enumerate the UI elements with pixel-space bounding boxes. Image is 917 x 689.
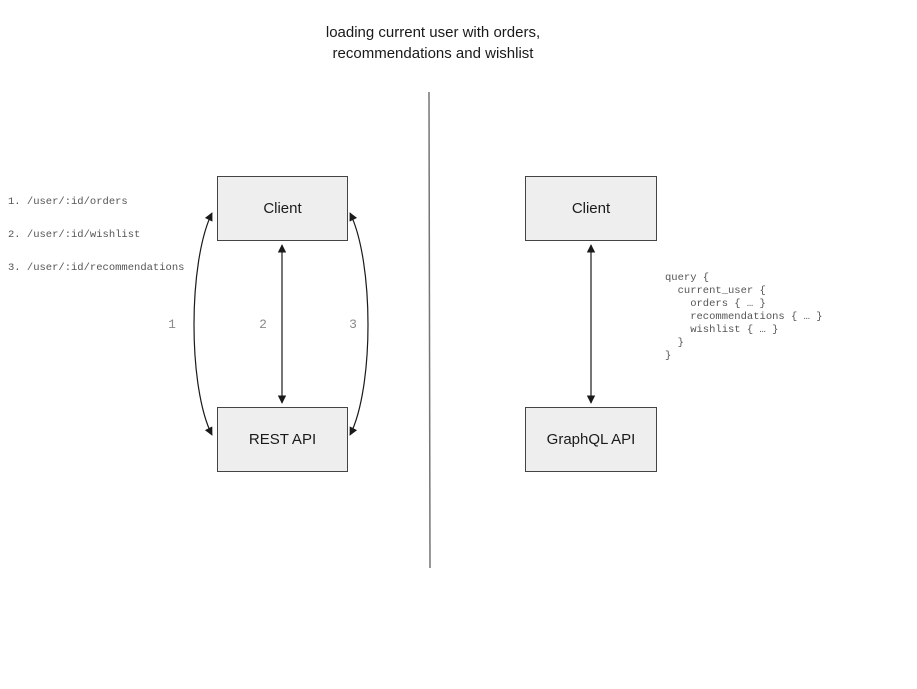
rest-arrow-label-1: 1 <box>168 317 176 332</box>
rest-arrow-1-curve <box>193 212 213 436</box>
rest-arrow-label-2: 2 <box>259 317 267 332</box>
rest-arrow-3-curve <box>349 212 369 436</box>
graphql-client-label: Client <box>571 200 611 217</box>
diagram-title-line1: loading current user with orders, <box>325 24 541 41</box>
rest-client-node: Client <box>217 176 348 241</box>
graphql-client-node: Client <box>525 176 657 241</box>
graphql-api-node: GraphQL API <box>525 407 657 472</box>
rest-endpoint-wishlist: 2. /user/:id/wishlist <box>8 229 141 241</box>
rest-client-label: Client <box>263 200 302 217</box>
rest-endpoint-recommendations: 3. /user/:id/recommendations <box>8 262 185 274</box>
diagram-title-line2: recommendations and wishlist <box>332 45 534 62</box>
rest-endpoint-list: 1. /user/:id/orders 2. /user/:id/wishlis… <box>8 175 184 296</box>
rest-api-label: REST API <box>248 431 317 448</box>
graphql-api-label: GraphQL API <box>546 431 636 448</box>
panel-divider-line <box>428 91 431 569</box>
rest-endpoint-orders: 1. /user/:id/orders <box>8 196 128 208</box>
rest-api-node: REST API <box>217 407 348 472</box>
diagram-title: loading current user with orders, recomm… <box>173 22 693 64</box>
rest-arrow-label-3: 3 <box>349 317 357 332</box>
graphql-query-snippet: query { current_user { orders { … } reco… <box>665 272 823 362</box>
